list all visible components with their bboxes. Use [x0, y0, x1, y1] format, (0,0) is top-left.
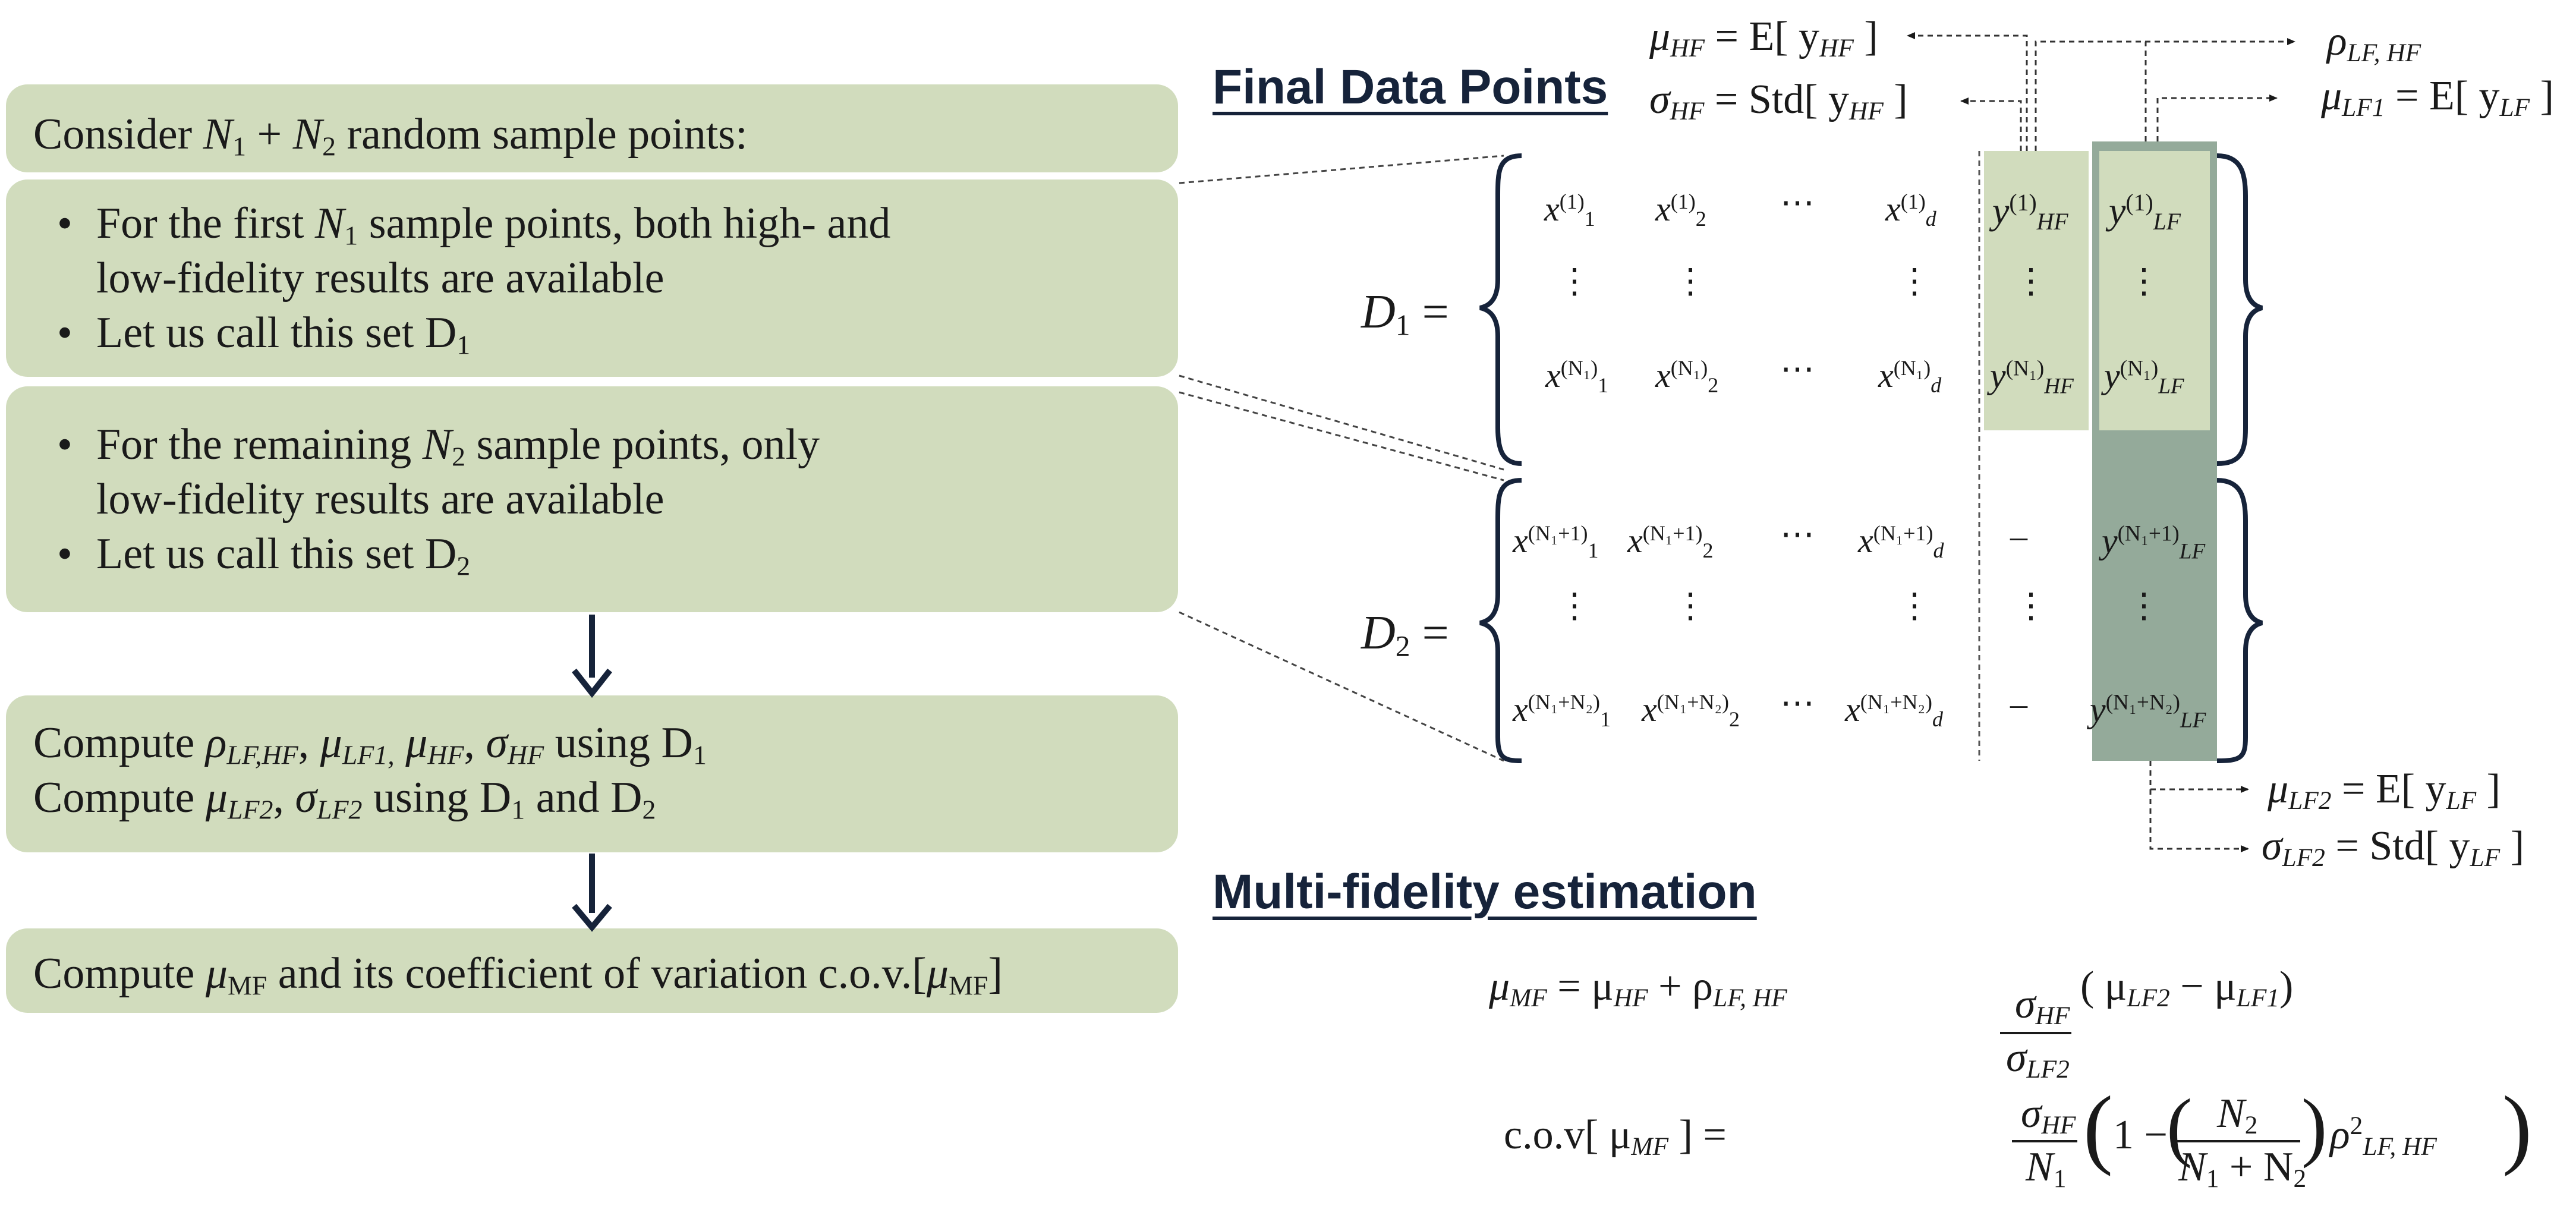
- vdots-d1-a: ⋮: [1557, 262, 1592, 300]
- f2-inner-denominator: N1 + N2: [2178, 1144, 2307, 1193]
- x1-n1p1: x(N₁+1)1: [1513, 521, 1599, 562]
- yhf-1: y(1)HF: [1992, 190, 2068, 235]
- f2-numerator: σHF: [2021, 1091, 2076, 1139]
- multi-fidelity-heading: Multi-fidelity estimation: [1213, 865, 1757, 919]
- vdots-d1-b: ⋮: [1673, 262, 1708, 300]
- f2-inner-close-paren: ): [2301, 1084, 2328, 1169]
- d2-description-box: For the remaining N2 sample points, only…: [6, 386, 1178, 612]
- x1-1: x(1)1: [1544, 190, 1595, 231]
- flow-arrow-1: [572, 615, 612, 698]
- sample-points-line: Consider N1 + N2 random sample points:: [33, 110, 748, 162]
- ylf-n1p1: y(N₁+1)LF: [2102, 521, 2206, 564]
- x1-n1: x(N₁)1: [1545, 356, 1609, 397]
- vdots-d2-a: ⋮: [1557, 586, 1592, 625]
- ylf-n1: y(N₁)LF: [2104, 356, 2184, 399]
- x2-1: x(1)2: [1655, 190, 1706, 231]
- xd-1: x(1)d: [1885, 190, 1936, 231]
- compute-stats-box: Compute ρLF,HF, μLF1, μHF, σHF using D1 …: [6, 695, 1178, 852]
- compute-stats-line-2: Compute μLF2, σLF2 using D1 and D2: [33, 773, 656, 825]
- vdots-d2-e: ⋮: [2127, 586, 2161, 625]
- hdots-d1-n: ⋯: [1780, 349, 1815, 388]
- yhf-n1: y(N₁)HF: [1990, 356, 2074, 399]
- lf-d1-column-highlight: [2099, 151, 2210, 430]
- mu-hf-stat: μHF = E[ yHF ]: [1649, 14, 1878, 62]
- connector-lines: [1179, 155, 1504, 762]
- hdots-d1-1: ⋯: [1780, 183, 1815, 222]
- vdots-d2-c: ⋮: [1897, 586, 1932, 625]
- f1-lhs: μMF = μHF + ρLF, HF: [1489, 963, 1787, 1012]
- f2-inner-open-paren: (: [2166, 1084, 2193, 1169]
- final-data-points-heading: Final Data Points: [1213, 60, 1608, 114]
- xd-n1n2: x(N₁+N₂)d: [1845, 690, 1943, 731]
- f2-rho: ρ2LF, HF: [2330, 1111, 2437, 1161]
- vdots-d2-b: ⋮: [1673, 586, 1708, 625]
- vdots-d1-d: ⋮: [2014, 262, 2048, 300]
- dash-hf-d2-n: –: [2010, 684, 2027, 723]
- d1-bullet-1: For the first N1 sample points, both hig…: [6, 196, 1178, 251]
- flow-arrow-2: [572, 854, 612, 932]
- mu-lf2-stat: μLF2 = E[ yLF ]: [2268, 766, 2501, 815]
- sigma-hf-stat: σHF = Std[ yHF ]: [1649, 77, 1908, 125]
- rho-stat: ρLF, HF: [2327, 18, 2421, 67]
- f1-denominator: σLF2: [2006, 1035, 2070, 1084]
- vdots-d1-c: ⋮: [1897, 262, 1932, 300]
- x1-n1n2: x(N₁+N₂)1: [1513, 690, 1611, 731]
- ylf-1: y(1)LF: [2109, 190, 2181, 235]
- d1-bullet-1-cont: low-fidelity results are available: [96, 254, 665, 303]
- compute-mf-box: Compute μMF and its coefficient of varia…: [6, 928, 1178, 1013]
- d1-description-box: For the first N1 sample points, both hig…: [6, 180, 1178, 377]
- f2-denominator: N1: [2026, 1144, 2067, 1193]
- f2-close-paren: ): [2502, 1078, 2532, 1177]
- compute-mf-line: Compute μMF and its coefficient of varia…: [33, 949, 1003, 1001]
- hdots-d2-n: ⋯: [1780, 684, 1815, 722]
- top-stat-arrows: [1907, 32, 2295, 852]
- f2-lhs: c.o.v[ μMF ] =: [1504, 1112, 1727, 1161]
- ylf-n1n2: y(N₁+N₂)LF: [2090, 690, 2206, 733]
- x2-n1p1: x(N₁+1)2: [1627, 521, 1714, 562]
- d2-bullet-2: Let us call this set D2: [6, 527, 1178, 581]
- vdots-d2-d: ⋮: [2014, 586, 2048, 625]
- mu-lf1-stat: μLF1 = E[ yLF ]: [2321, 73, 2554, 122]
- x2-n1: x(N₁)2: [1655, 356, 1719, 397]
- sigma-lf2-stat: σLF2 = Std[ yLF ]: [2262, 823, 2524, 872]
- hf-column-highlight: [1984, 151, 2089, 430]
- d2-bullet-1-cont: low-fidelity results are available: [96, 475, 665, 524]
- d2-bullet-1: For the remaining N2 sample points, only: [6, 417, 1178, 472]
- x2-n1n2: x(N₁+N₂)2: [1642, 690, 1740, 731]
- compute-stats-line-1: Compute ρLF,HF, μLF1, μHF, σHF using D1: [33, 719, 707, 770]
- f1-paren: ( μLF2 − μLF1): [2080, 963, 2294, 1012]
- f2-inner-numerator: N2: [2217, 1091, 2258, 1139]
- f2-open-paren: (: [2083, 1078, 2113, 1177]
- d2-label: D2 =: [1361, 607, 1449, 663]
- f2-one-minus: 1 −: [2113, 1112, 2168, 1158]
- d1-label: D1 =: [1361, 286, 1449, 342]
- xd-n1p1: x(N₁+1)d: [1858, 521, 1944, 562]
- d1-bullet-2: Let us call this set D1: [6, 306, 1178, 360]
- vdots-d1-e: ⋮: [2127, 262, 2161, 300]
- xd-n1: x(N₁)d: [1878, 356, 1942, 397]
- hdots-d2-1: ⋯: [1780, 515, 1815, 553]
- sample-points-box: Consider N1 + N2 random sample points:: [6, 84, 1178, 172]
- matrix-braces: [1479, 153, 2263, 763]
- dash-hf-d2-1: –: [2010, 517, 2027, 555]
- f1-numerator: σHF: [2015, 981, 2070, 1030]
